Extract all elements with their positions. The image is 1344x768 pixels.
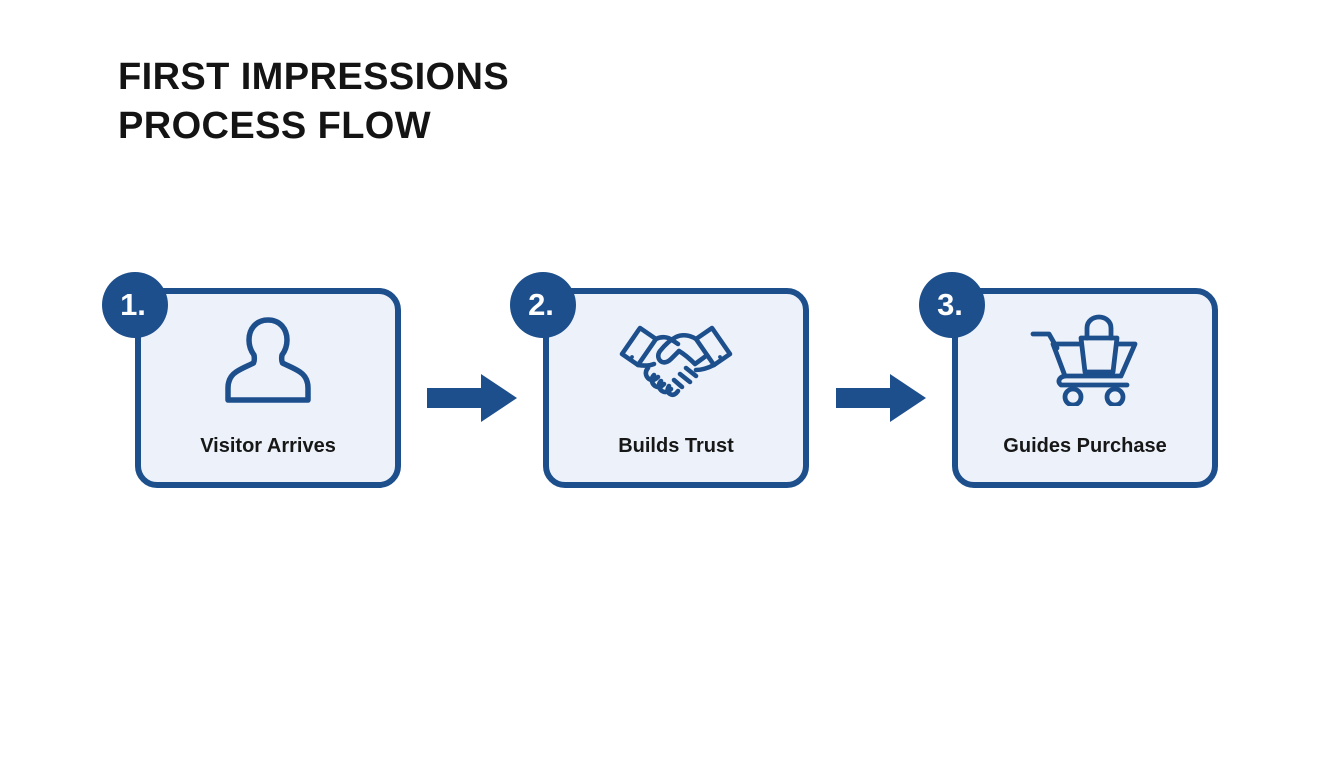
step-badge-3: 3. <box>919 272 985 338</box>
process-step-2[interactable]: Builds Trust 2. <box>510 272 809 488</box>
step-label-1: Visitor Arrives <box>200 435 336 457</box>
step-card-3-content: Guides Purchase <box>952 288 1218 488</box>
step-card-2 <box>543 288 809 488</box>
title-line-1: FIRST IMPRESSIONS <box>118 56 510 98</box>
process-step-3[interactable]: Guides Purchase 3. <box>919 272 1218 488</box>
arrow-right-icon <box>836 372 926 424</box>
step-badge-1: 1. <box>102 272 168 338</box>
process-flow-row: Visitor Arrives 1. <box>102 272 1220 492</box>
process-step-1[interactable]: Visitor Arrives 1. <box>102 272 401 488</box>
arrow-right-icon <box>427 372 517 424</box>
shopping-cart-icon <box>1027 314 1143 406</box>
step-card-2-content: Builds Trust <box>543 288 809 488</box>
step-label-3: Guides Purchase <box>1003 435 1167 457</box>
person-icon <box>224 314 312 406</box>
step-badge-2: 2. <box>510 272 576 338</box>
step-card-1-content: Visitor Arrives <box>135 288 401 488</box>
title-line-2: PROCESS FLOW <box>118 105 432 147</box>
page-title: FIRST IMPRESSIONS PROCESS FLOW <box>118 53 738 151</box>
handshake-icon <box>616 314 736 406</box>
step-card-3 <box>952 288 1218 488</box>
step-label-2: Builds Trust <box>618 435 734 457</box>
